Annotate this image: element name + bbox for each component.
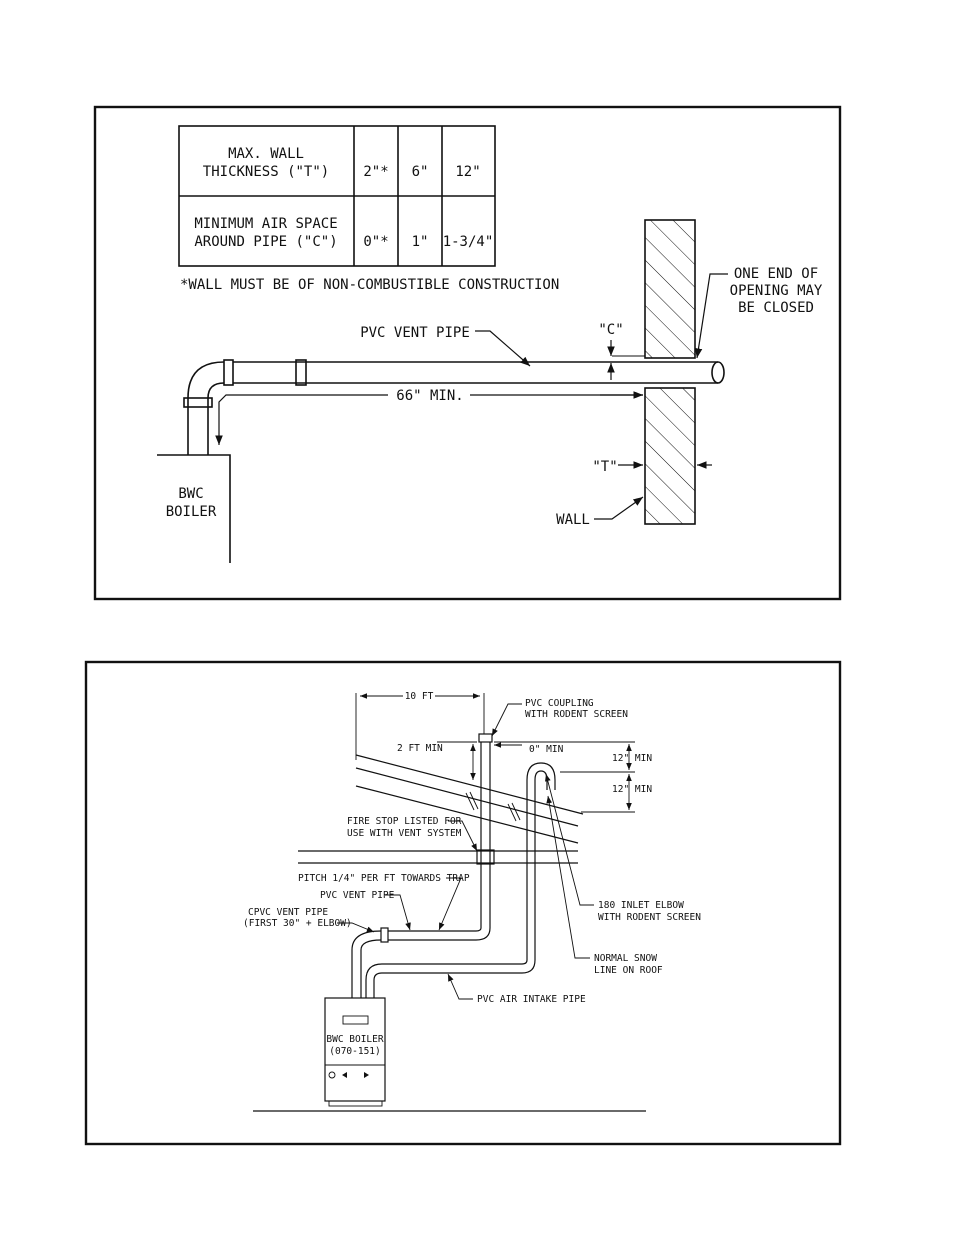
figure-1-wall-penetration: MAX. WALL THICKNESS ("T") 2"* 6" 12" MIN… [93,105,842,601]
table-row1-value-2: 6" [412,164,429,180]
pvc-coupling-label-line2: WITH RODENT SCREEN [525,709,628,720]
zero-min-label: 0" MIN [529,744,564,755]
figure-1-frame [93,105,842,601]
one-end-label-line3: BE CLOSED [738,300,814,316]
wall-thickness-table: MAX. WALL THICKNESS ("T") 2"* 6" 12" MIN… [178,125,496,267]
pvc-vent-pipe-fig1 [183,359,725,455]
pitch-label: PITCH 1/4" PER FT TOWARDS TRAP [298,873,470,884]
table-row2-label-line2: AROUND PIPE ("C") [194,234,337,250]
table-row2-label-line1: MINIMUM AIR SPACE [194,216,337,232]
fire-stop-label-line1: FIRE STOP LISTED FOR [347,816,462,827]
boiler-outline-fig1: BWC BOILER [157,454,231,563]
pvc-coupling-label-line1: PVC COUPLING [525,698,594,709]
cpvc-label-line2: (FIRST 30" + ELBOW) [243,918,352,929]
table-row2-value-3: 1-3/4" [443,234,494,250]
one-end-label-line2: OPENING MAY [730,283,823,299]
one-end-label-line1: ONE END OF [734,266,818,282]
boiler-label-line1: BWC [178,486,203,502]
boiler-fig2: BWC BOILER (070-151) [324,997,386,1107]
inlet-elbow-label-line1: 180 INLET ELBOW [598,900,684,911]
twelve-min-a-label: 12" MIN [612,753,652,764]
ceiling-floor [298,850,578,864]
table-row1-label-line2: THICKNESS ("T") [203,164,329,180]
boiler-label-line2: BOILER [166,504,217,520]
two-ft-min-label: 2 FT MIN [397,743,443,754]
table-row1-label-line1: MAX. WALL [228,146,304,162]
min-length-label: 66" MIN. [396,388,463,404]
wall-section [644,219,696,525]
snow-line-label-line2: LINE ON ROOF [594,965,663,976]
table-row1-value-1: 2"* [363,164,388,180]
pvc-vent-pipe-label: PVC VENT PIPE [360,325,470,341]
fire-stop-label-line2: USE WITH VENT SYSTEM [347,828,462,839]
pvc-vent-pipe-label-fig2: PVC VENT PIPE [320,890,395,901]
wall-label: WALL [556,512,590,528]
twelve-min-b-label: 12" MIN [612,784,652,795]
t-dimension-label: "T" [592,459,617,475]
pvc-air-intake-pipe [365,762,556,998]
boiler-label-line2-fig2: (070-151) [329,1046,380,1057]
table-row2-value-1: 0"* [363,234,388,250]
pvc-vent-pipe-fig2 [351,733,495,998]
table-row2-value-2: 1" [412,234,429,250]
snow-line-label-line1: NORMAL SNOW [594,953,657,964]
boiler-label-line1-fig2: BWC BOILER [326,1034,383,1045]
air-intake-label: PVC AIR INTAKE PIPE [477,994,586,1005]
roof-section [355,754,584,844]
non-combustible-note: *WALL MUST BE OF NON-COMBUSTIBLE CONSTRU… [180,277,559,293]
cpvc-label-line1: CPVC VENT PIPE [248,907,328,918]
table-row1-value-3: 12" [455,164,480,180]
figure-2-frame [84,660,842,1146]
ten-ft-label: 10 FT [405,691,434,702]
figure-2-roof-venting: BWC BOILER (070-151) 10 FT PVC COUPLING … [84,660,842,1146]
c-dimension-label: "C" [598,322,623,338]
inlet-elbow-label-line2: WITH RODENT SCREEN [598,912,701,923]
